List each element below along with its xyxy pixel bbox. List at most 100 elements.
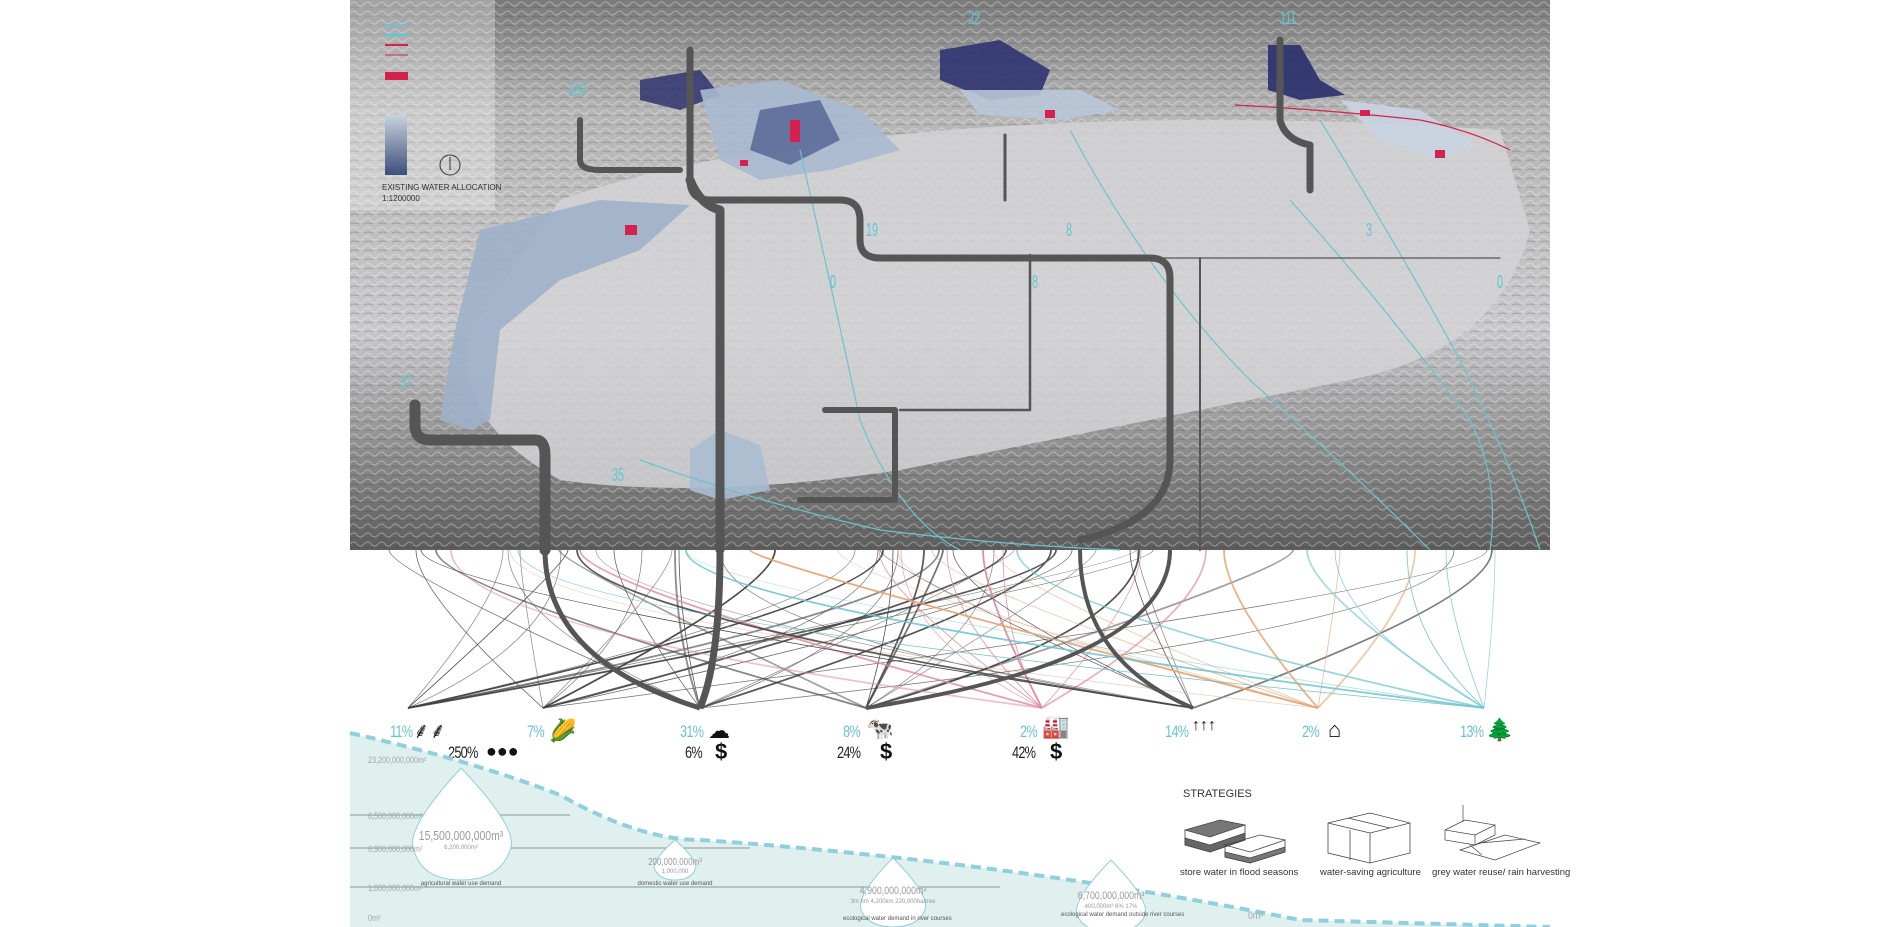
- strategy-illustrations: [1183, 805, 1542, 864]
- satellite-map: [350, 0, 1550, 550]
- wheat-icon: ⸙⸙: [413, 718, 447, 743]
- people-icon: ●●●: [486, 741, 519, 761]
- flow-curve: [900, 549, 1043, 709]
- population-growth: 250%: [448, 743, 478, 762]
- flow-curve: [579, 549, 1043, 709]
- flow-curve: [407, 549, 884, 709]
- flow-curve: [678, 549, 701, 709]
- flow-curve: [897, 549, 1319, 709]
- flow-curve: [435, 549, 867, 709]
- domestic-demand-value: 200,000,000m³: [648, 857, 702, 868]
- strategy-caption: store water in flood seasons: [1180, 867, 1299, 878]
- livestock-share: 8%: [843, 722, 861, 741]
- flow-lines: [388, 549, 1496, 711]
- main-flow-curve: [696, 549, 724, 710]
- flood-storage-icon: [1183, 819, 1287, 864]
- flow-curve: [407, 549, 569, 709]
- map-legend: [385, 24, 461, 176]
- flow-curve: [407, 549, 504, 709]
- cotton-share: 31%: [680, 722, 704, 741]
- trees-icon: 🌲: [1486, 717, 1514, 742]
- available-water-area: [350, 733, 1550, 927]
- wheat-share: 11%: [390, 722, 413, 741]
- flow-curve: [415, 549, 544, 709]
- flow-curve: [931, 549, 1319, 709]
- cow-icon: 🐄: [866, 716, 894, 741]
- flow-curve: [407, 549, 856, 709]
- flow-label: 111: [1280, 8, 1297, 28]
- livestock-economic-share: 24%: [837, 743, 861, 762]
- flow-curve: [407, 549, 940, 709]
- agricultural-demand-value: 15,500,000,000m³: [418, 828, 504, 843]
- flow-curve: [952, 549, 1194, 709]
- flow-curve: [865, 549, 1140, 709]
- grey-water-reuse-icon: [1443, 805, 1542, 861]
- demand-drops: [412, 767, 1147, 927]
- legend-color-ramp: [385, 115, 407, 175]
- flow-curve: [542, 549, 1488, 709]
- north-arrow-icon: [439, 154, 461, 176]
- flow-curve: [509, 549, 1319, 709]
- main-flow-curve: [865, 549, 1172, 710]
- flow-curve: [542, 549, 1073, 709]
- strategy-caption: water-saving agriculture: [1320, 867, 1421, 878]
- y-label: 1,800,000,000m²: [368, 883, 423, 893]
- flow-curve: [699, 549, 1052, 709]
- legend-title: EXISTING WATER ALLOCATION: [382, 183, 502, 192]
- flow-curve: [865, 549, 894, 709]
- agricultural-demand-sub: 6,200,000m²: [444, 845, 478, 851]
- outside-ecology-demand-drop: [1075, 859, 1147, 927]
- flow-curve: [749, 549, 1319, 709]
- house-icon: ⌂: [1328, 717, 1342, 742]
- flow-label: 180: [568, 80, 587, 100]
- strategy-caption: grey water reuse/ rain harvesting: [1432, 867, 1571, 878]
- evaporation-share: 14%: [1165, 722, 1189, 741]
- river-ecology-demand-drop: [859, 857, 927, 927]
- flow-curve: [542, 549, 673, 709]
- flow-curve: [558, 549, 867, 709]
- y-label: 6,500,000,000m²: [368, 811, 423, 821]
- y-label: 0m²: [368, 913, 381, 923]
- flow-label: 8: [1066, 220, 1073, 240]
- flow-curve: [507, 549, 701, 709]
- flow-curve: [865, 549, 925, 709]
- flow-label: 35: [612, 465, 625, 485]
- corn-share: 7%: [527, 722, 545, 741]
- flow-curve: [613, 549, 701, 709]
- flow-curve: [1317, 549, 1341, 709]
- flow-curve: [1334, 549, 1485, 709]
- flow-curve: [674, 549, 701, 709]
- legend-city-swatch: [385, 72, 408, 80]
- domestic-demand-sub: 1,000,000: [661, 869, 689, 875]
- flow-curve: [699, 549, 1455, 709]
- domestic-share: 2%: [1302, 722, 1320, 741]
- forest-share: 13%: [1460, 722, 1484, 741]
- river-basins: [440, 40, 1511, 500]
- river-ecology-demand-caption: ecological water demand in river courses: [843, 916, 952, 922]
- flow-label: 0: [830, 272, 837, 292]
- flow-curve: [685, 549, 1485, 709]
- flow-curve: [992, 549, 1319, 709]
- domestic-demand-caption: domestic water use demand: [637, 881, 713, 887]
- cotton-economic-share: 6%: [685, 743, 703, 762]
- flow-curve: [1306, 549, 1485, 709]
- flow-label: 0: [1497, 272, 1504, 292]
- flow-curve: [407, 549, 562, 709]
- flow-curve: [1002, 549, 1043, 709]
- flow-curve: [865, 549, 1294, 709]
- flow-curve: [719, 549, 1194, 709]
- dollar-icon: $: [1050, 739, 1063, 764]
- flow-curve: [685, 549, 1485, 709]
- industry-share: 2%: [1020, 722, 1038, 741]
- river-ecology-demand-value: 4,900,000,000m³: [859, 885, 927, 897]
- agricultural-demand-drop: [412, 767, 512, 881]
- flow-label: 19: [866, 220, 879, 240]
- flow-label: 22: [968, 8, 981, 28]
- domestic-demand-drop: [653, 839, 697, 881]
- flow-curve: [1483, 549, 1496, 709]
- industry-economic-share: 42%: [1012, 743, 1036, 762]
- flow-curve: [1192, 549, 1493, 709]
- flow-label: 3: [1366, 220, 1373, 240]
